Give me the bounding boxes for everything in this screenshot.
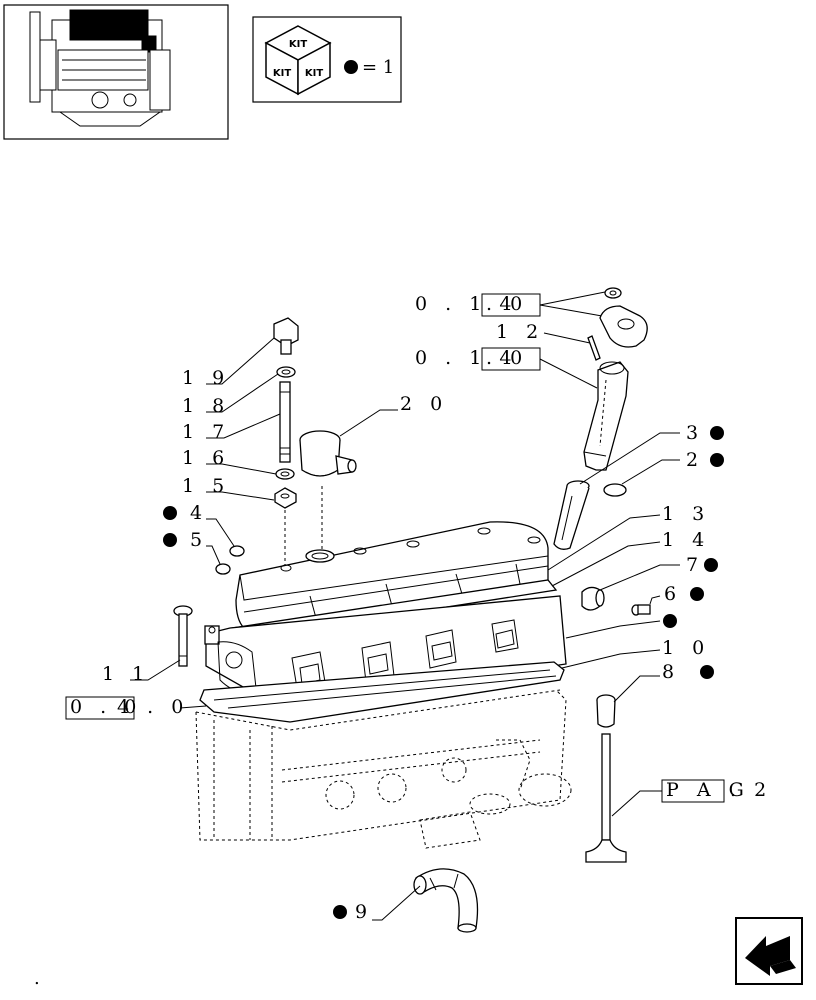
head-bolt-part — [173, 605, 193, 667]
callout-3: 3 — [686, 422, 704, 444]
kit-dot-4 — [163, 506, 177, 520]
ref-mid-box: . 0 — [486, 347, 528, 369]
ref-pag-suffix: . 2 — [730, 779, 772, 801]
callout-17: 1 7 — [182, 421, 230, 443]
callout-20: 2 0 — [400, 393, 448, 415]
kit-dot-2 — [710, 453, 724, 467]
ref-pag[interactable]: P A G . 2 — [611, 779, 772, 817]
callout-8: 8 — [662, 661, 680, 683]
callout-19: 1 9 — [182, 367, 230, 389]
callout-9: 9 — [355, 901, 373, 923]
ref-mid-prefix: 0 . 1 4 — [415, 347, 517, 369]
callout-14: 1 4 — [662, 529, 710, 551]
valve-cover-part — [235, 521, 549, 629]
ref-left-suffix: 4 . 0 — [117, 696, 189, 718]
kit-dot-6 — [690, 587, 704, 601]
ref-top-prefix: 0 . 1 4 — [415, 293, 517, 315]
callout-10: 1 0 — [662, 637, 710, 659]
callout-13: 1 3 — [662, 503, 710, 525]
callout-16: 1 6 — [182, 447, 230, 469]
o-ring-part — [603, 483, 627, 497]
kit-dot-3 — [710, 426, 724, 440]
kit-bullet — [344, 60, 358, 74]
kit-dot-9 — [333, 905, 347, 919]
valve-guide-part — [596, 694, 616, 728]
ref-top[interactable]: 0 . 1 4 . 0 — [415, 291, 606, 317]
ref-left-box: 0 . 0 — [70, 696, 142, 718]
nut-part — [274, 487, 297, 509]
callout-11: 1 1 — [102, 663, 150, 685]
bolt-part — [273, 317, 299, 355]
kit-dot-5 — [163, 533, 177, 547]
injector-flange-part — [599, 287, 648, 348]
kit-left-label: KIT — [273, 68, 291, 79]
valve-part — [585, 733, 627, 863]
plug-part-4 — [229, 545, 245, 557]
washer-small-part — [275, 468, 295, 480]
plug-part-5 — [215, 563, 231, 575]
kit-dot-head — [663, 614, 677, 628]
kit-dot-8 — [700, 665, 714, 679]
kit-right-label: KIT — [305, 68, 323, 79]
callout-7: 7 — [686, 554, 704, 576]
callout-6: 6 — [664, 583, 682, 605]
hose-part — [413, 868, 479, 933]
cup-plug-part — [581, 586, 605, 611]
kit-dot-7 — [704, 558, 718, 572]
ref-top-box: . 0 — [486, 293, 528, 315]
callout-2: 2 — [686, 449, 704, 471]
stud-part — [279, 381, 291, 463]
callout-15: 1 5 — [182, 475, 230, 497]
callout-12: 1 2 — [496, 321, 544, 343]
breather-part — [299, 430, 357, 477]
kit-top-label: KIT — [289, 39, 307, 50]
callout-4: 4 — [190, 502, 208, 524]
ref-left[interactable]: 0 . 0 4 . 0 — [65, 696, 207, 720]
engine-thumbnail-icon[interactable] — [3, 4, 229, 140]
injector-part — [583, 361, 629, 471]
kit-legend: KIT KIT KIT = 1 — [252, 16, 402, 103]
pin-part — [587, 335, 601, 361]
kit-cube-icon: KIT KIT KIT — [264, 25, 332, 96]
small-screw-part — [631, 604, 651, 616]
ref-pag-box: P A G — [666, 779, 750, 801]
engine-block-part — [195, 689, 572, 849]
washer-part — [276, 366, 296, 378]
back-arrow-icon[interactable] — [735, 917, 803, 985]
callout-18: 1 8 — [182, 395, 230, 417]
kit-equals-text: = 1 — [362, 57, 394, 78]
footer-dot: . — [34, 968, 40, 989]
injector-sleeve-part — [553, 480, 590, 550]
ref-mid[interactable]: 0 . 1 4 . 0 — [415, 347, 598, 389]
head-gasket-part — [199, 661, 565, 723]
callout-5: 5 — [190, 529, 208, 551]
